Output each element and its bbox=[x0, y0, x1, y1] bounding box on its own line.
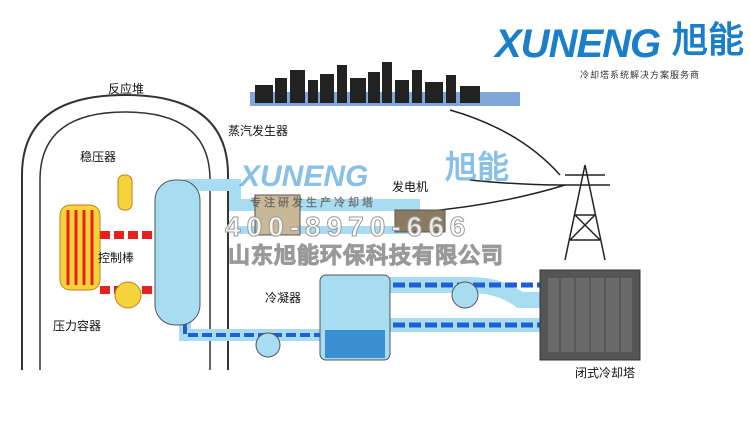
brand-logo-cn: 旭能 bbox=[672, 20, 745, 61]
closed-cooling-tower-image bbox=[539, 269, 641, 361]
watermark-logo: XUNENG bbox=[240, 160, 369, 193]
watermark-company: 山东旭能环保科技有限公司 bbox=[227, 244, 505, 269]
brand-tagline: 冷却塔系统解决方案服务商 bbox=[580, 71, 701, 81]
label-cooling-tower: 闭式冷却塔 bbox=[575, 366, 636, 380]
label-generator: 发电机 bbox=[392, 180, 429, 194]
brand-logo: XUNENG bbox=[495, 22, 661, 66]
label-condenser: 冷凝器 bbox=[265, 291, 302, 305]
label-steam-generator: 蒸汽发生器 bbox=[228, 124, 289, 138]
turbine bbox=[254, 194, 301, 236]
generator-box bbox=[394, 209, 446, 233]
label-pressure-vessel: 压力容器 bbox=[53, 319, 102, 333]
steam-generator bbox=[154, 179, 201, 326]
condenser-water bbox=[325, 330, 385, 358]
pump bbox=[255, 332, 281, 358]
label-pressurizer: 稳压器 bbox=[80, 150, 117, 164]
label-reactor: 反应堆 bbox=[108, 82, 145, 96]
city-skyline bbox=[250, 62, 520, 106]
watermark-slogan: 专注研发生产冷却塔 bbox=[250, 196, 376, 209]
containment-inner-wall bbox=[39, 111, 211, 370]
watermark-logo-cn: 旭能 bbox=[445, 148, 510, 186]
watermark-phone: 400-8970-666 bbox=[224, 211, 472, 242]
pump bbox=[451, 281, 479, 309]
label-control-rod: 控制棒 bbox=[98, 251, 135, 265]
containment-building bbox=[21, 93, 229, 370]
